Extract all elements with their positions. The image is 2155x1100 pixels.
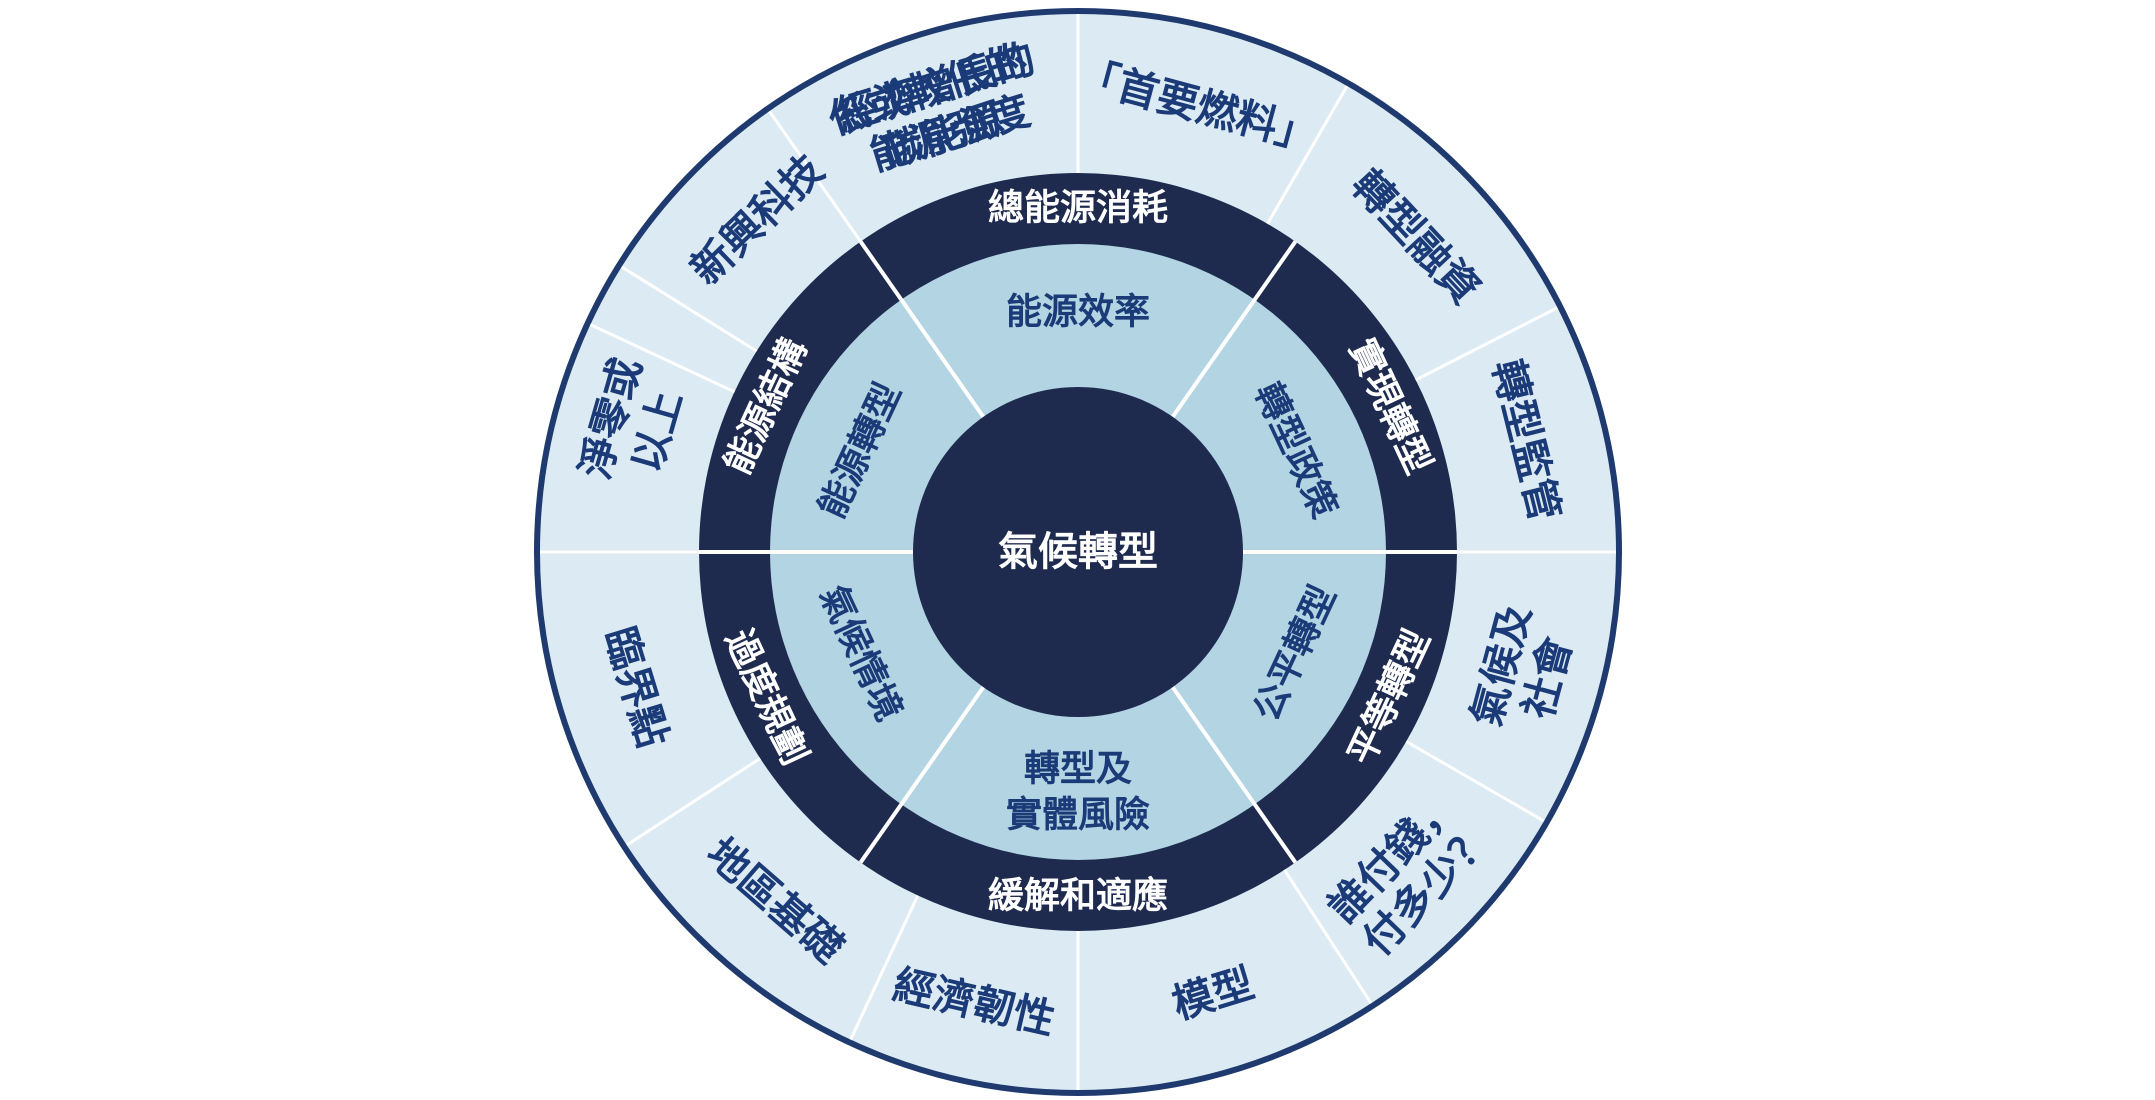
outer-divider (625, 757, 761, 847)
middle-ring-label-line: 緩解和適應 (988, 875, 1168, 917)
core-circle (913, 387, 1243, 717)
ring-divider (1171, 686, 1298, 864)
outer-divider (620, 265, 758, 353)
inner-ring-label-line: 能源效率 (1006, 292, 1150, 333)
outer-divider (849, 894, 920, 1041)
center-label: 氣候轉型 (998, 529, 1158, 575)
outer-divider (1266, 85, 1349, 225)
inner-ring-label-line: 實體風險 (1006, 794, 1150, 836)
inner-ring-label-line: 轉型及 (1024, 749, 1132, 790)
middle-ring-label: 總能源消耗 (988, 188, 1168, 229)
ring-divider (1171, 240, 1298, 418)
outer-divider (1283, 869, 1373, 1005)
ring-divider (858, 240, 985, 418)
middle-ring-label-line: 總能源消耗 (988, 188, 1168, 229)
outer-divider (768, 110, 862, 243)
middle-ring-label: 緩解和適應 (988, 875, 1168, 917)
outer-divider (1405, 740, 1545, 823)
inner-ring-label: 能源效率 (1006, 292, 1150, 333)
outer-divider (589, 323, 736, 394)
ring-divider (858, 686, 985, 864)
outer-divider (1415, 306, 1559, 382)
dividers (540, 14, 1616, 1090)
